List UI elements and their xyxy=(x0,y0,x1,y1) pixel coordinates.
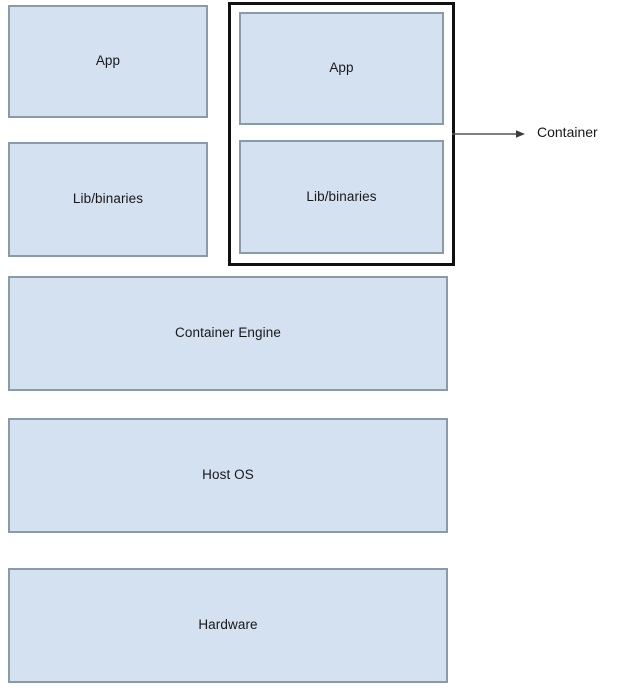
node-host-os-label: Host OS xyxy=(202,467,254,483)
node-app-left[interactable]: App xyxy=(8,5,208,118)
node-lib-binaries-container-label: Lib/binaries xyxy=(306,188,377,204)
node-app-left-label: App xyxy=(95,53,121,69)
node-container-engine-label: Container Engine xyxy=(175,325,281,341)
node-host-os[interactable]: Host OS xyxy=(8,418,448,533)
node-hardware[interactable]: Hardware xyxy=(8,568,448,683)
node-lib-binaries-left[interactable]: Lib/binaries xyxy=(8,142,208,257)
node-container-engine[interactable]: Container Engine xyxy=(8,276,448,391)
container-group-boundary[interactable]: App Lib/binaries xyxy=(228,2,455,266)
node-app-container[interactable]: App xyxy=(239,12,444,125)
node-lib-binaries-container[interactable]: Lib/binaries xyxy=(239,140,444,254)
arrow-right-icon xyxy=(452,130,525,138)
node-lib-binaries-left-label: Lib/binaries xyxy=(72,191,144,207)
node-hardware-label: Hardware xyxy=(198,617,258,633)
node-app-container-label: App xyxy=(329,60,354,76)
container-callout-label: Container xyxy=(537,124,598,140)
container-callout-arrow xyxy=(452,122,532,146)
